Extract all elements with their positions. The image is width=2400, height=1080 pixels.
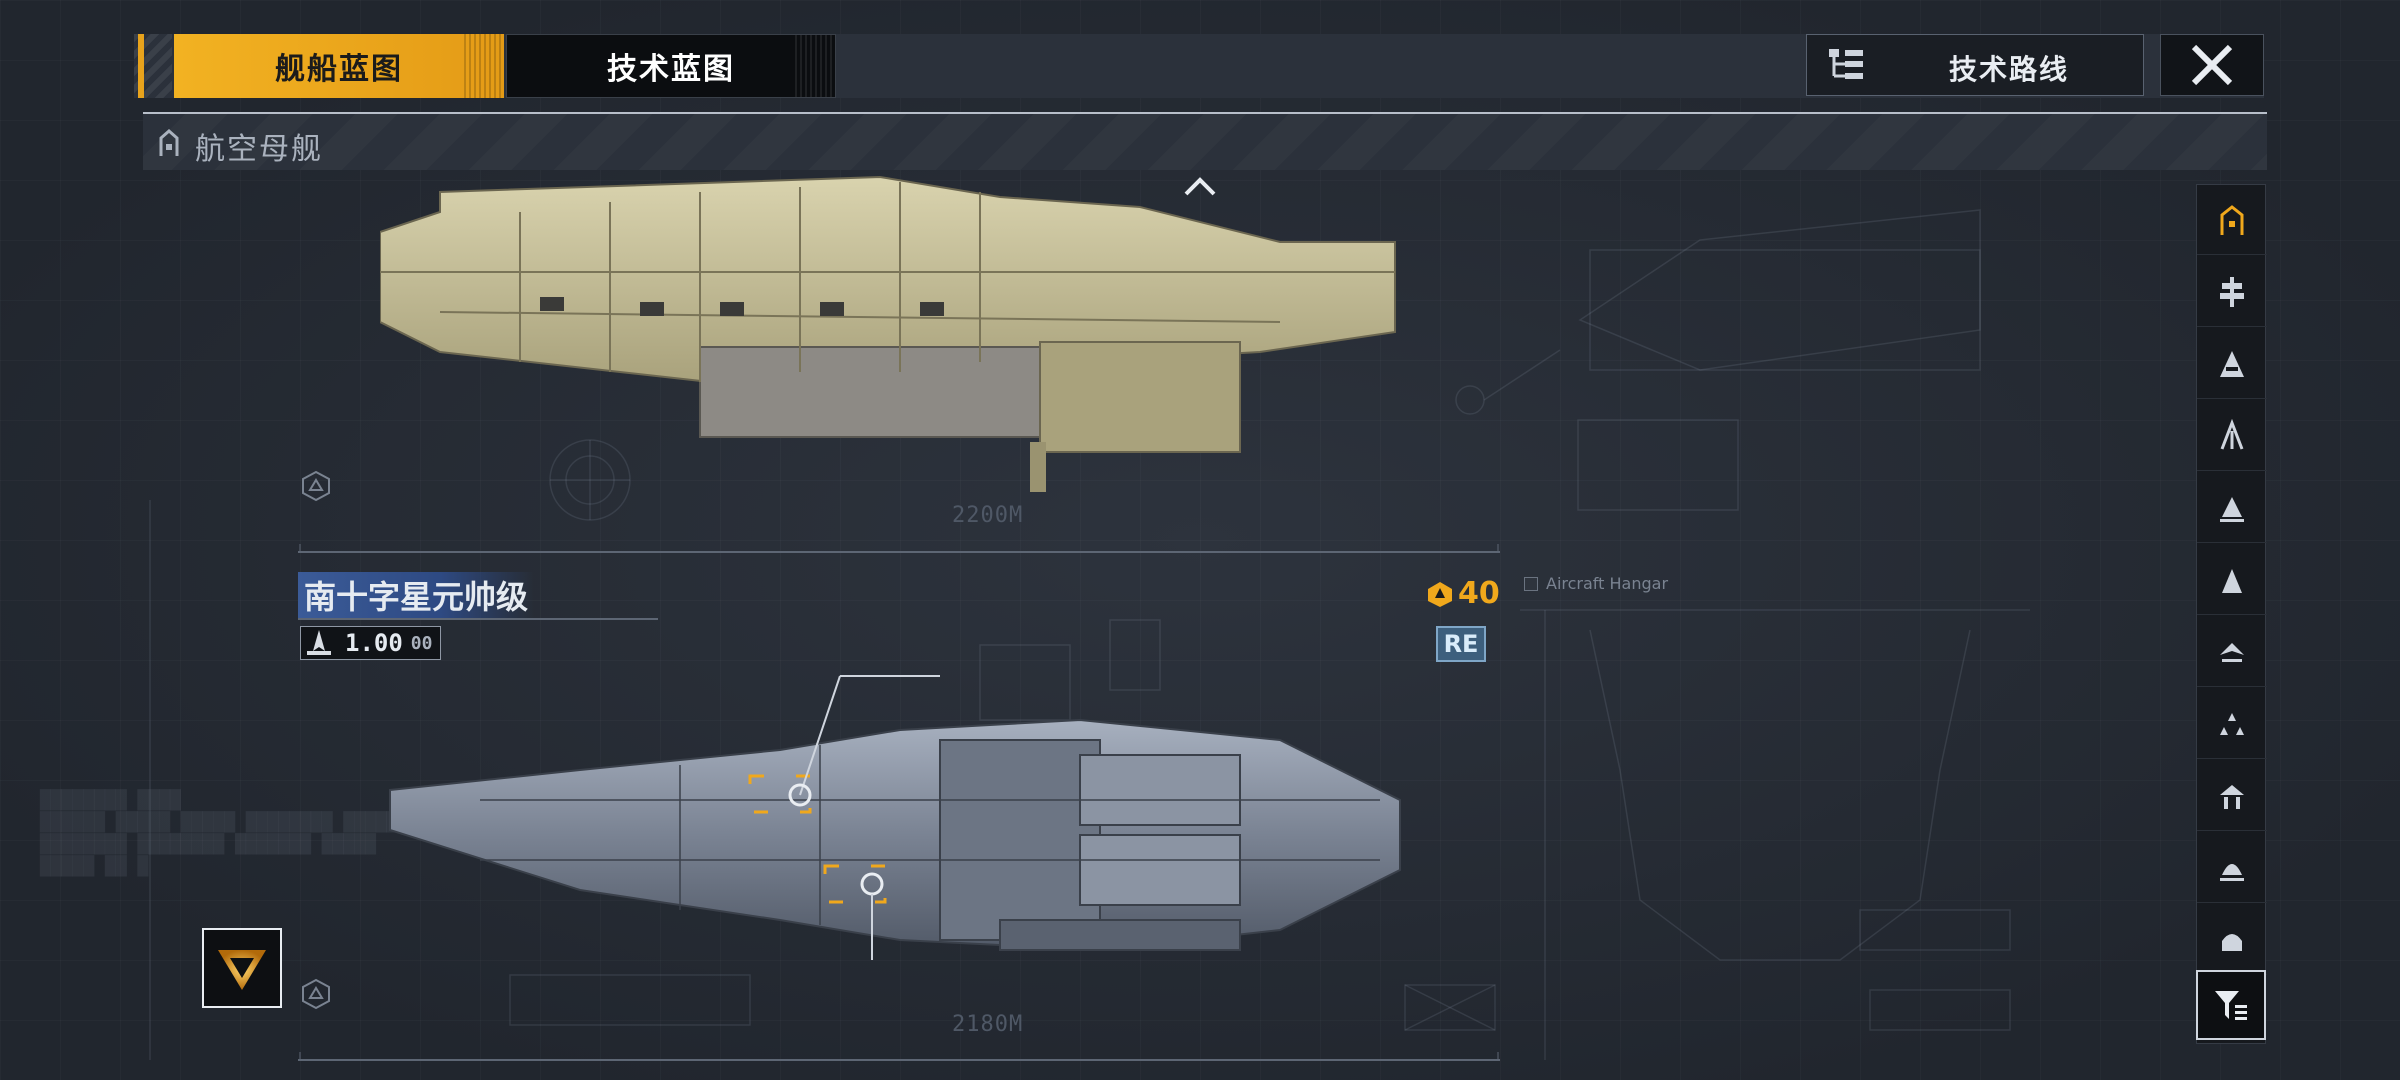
- hexagon-marker-icon: [302, 470, 330, 502]
- fighter-icon: [2220, 642, 2244, 662]
- side-menu-carrier[interactable]: [2197, 185, 2267, 255]
- ship-top-model: [380, 175, 1396, 492]
- triangle-emblem-icon: [218, 950, 266, 990]
- weapon-markers: [788, 675, 940, 960]
- side-menu-battlecruiser[interactable]: [2197, 257, 2267, 327]
- hangar-square-icon: [1524, 576, 1538, 591]
- squadron-icon: [2220, 712, 2244, 735]
- ship-top-length: 2200M: [952, 503, 1024, 528]
- side-menu-cruiser[interactable]: [2197, 329, 2267, 399]
- battlecruiser-icon: [2220, 276, 2244, 307]
- side-menu-fighter[interactable]: [2197, 617, 2267, 687]
- close-button[interactable]: [2160, 34, 2264, 96]
- shield-dome-icon: [2222, 933, 2242, 951]
- ship-stat-suffix: 00: [410, 632, 433, 654]
- aircraft-hangar-text: Aircraft Hangar: [1546, 574, 1669, 593]
- command-cost-value: 40: [1458, 576, 1500, 611]
- corvette-icon: [2222, 568, 2242, 593]
- ship-stat-value: 1.00: [345, 629, 403, 657]
- tree-list-icon: [1829, 49, 1863, 79]
- frigate-icon: [2220, 496, 2244, 522]
- tab-tech-blueprint[interactable]: 技术蓝图: [506, 34, 836, 98]
- side-menu-frigate[interactable]: [2197, 473, 2267, 543]
- ship-main-length: 2180M: [952, 1012, 1024, 1037]
- side-menu-squadron[interactable]: [2197, 689, 2267, 759]
- side-menu-shield[interactable]: [2197, 905, 2267, 975]
- ship-name: 南十字星元帅级: [298, 572, 535, 618]
- re-badge: RE: [1436, 626, 1486, 662]
- ship-main-model: [389, 718, 1401, 952]
- support-icon: [2220, 863, 2244, 881]
- category-label: 航空母舰: [195, 132, 323, 167]
- ship-class-menu: [2196, 184, 2267, 1044]
- tab-edge-decoration: [134, 34, 172, 98]
- filter-icon: [2215, 991, 2247, 1020]
- side-menu-support[interactable]: [2197, 833, 2267, 903]
- fighter-stat-icon: [307, 630, 331, 655]
- hexagon-marker-icon: [302, 978, 330, 1010]
- side-menu-destroyer[interactable]: [2197, 401, 2267, 471]
- side-menu-corvette[interactable]: [2197, 545, 2267, 615]
- tech-route-button[interactable]: 技术路线: [1806, 34, 2144, 96]
- scroll-up-chevron-icon[interactable]: [1182, 174, 1218, 198]
- tab-ship-blueprint[interactable]: 舰船蓝图: [174, 34, 504, 98]
- fleet-emblem-button[interactable]: [202, 928, 282, 1008]
- cruiser-icon: [2220, 350, 2244, 377]
- blueprint-decoration: ████████ ██████████ █████ █████ ████████…: [40, 790, 420, 877]
- side-menu-auxiliary[interactable]: [2197, 761, 2267, 831]
- auxiliary-icon: [2220, 784, 2244, 809]
- filter-button[interactable]: [2196, 970, 2266, 1040]
- destroyer-icon: [2220, 418, 2244, 450]
- close-icon: [2191, 44, 2233, 86]
- command-point-icon: [1428, 581, 1452, 607]
- command-cost: 40: [1426, 576, 1500, 611]
- tech-route-label: 技术路线: [1949, 53, 2070, 86]
- carrier-class-icon: [159, 129, 179, 156]
- aircraft-hangar-label: Aircraft Hangar: [1524, 574, 1668, 593]
- ship-stat-box: 1.00 00: [300, 626, 442, 660]
- name-leader-line: [298, 618, 658, 620]
- carrier-icon: [2220, 204, 2244, 235]
- category-bar: 航空母舰: [143, 112, 2267, 170]
